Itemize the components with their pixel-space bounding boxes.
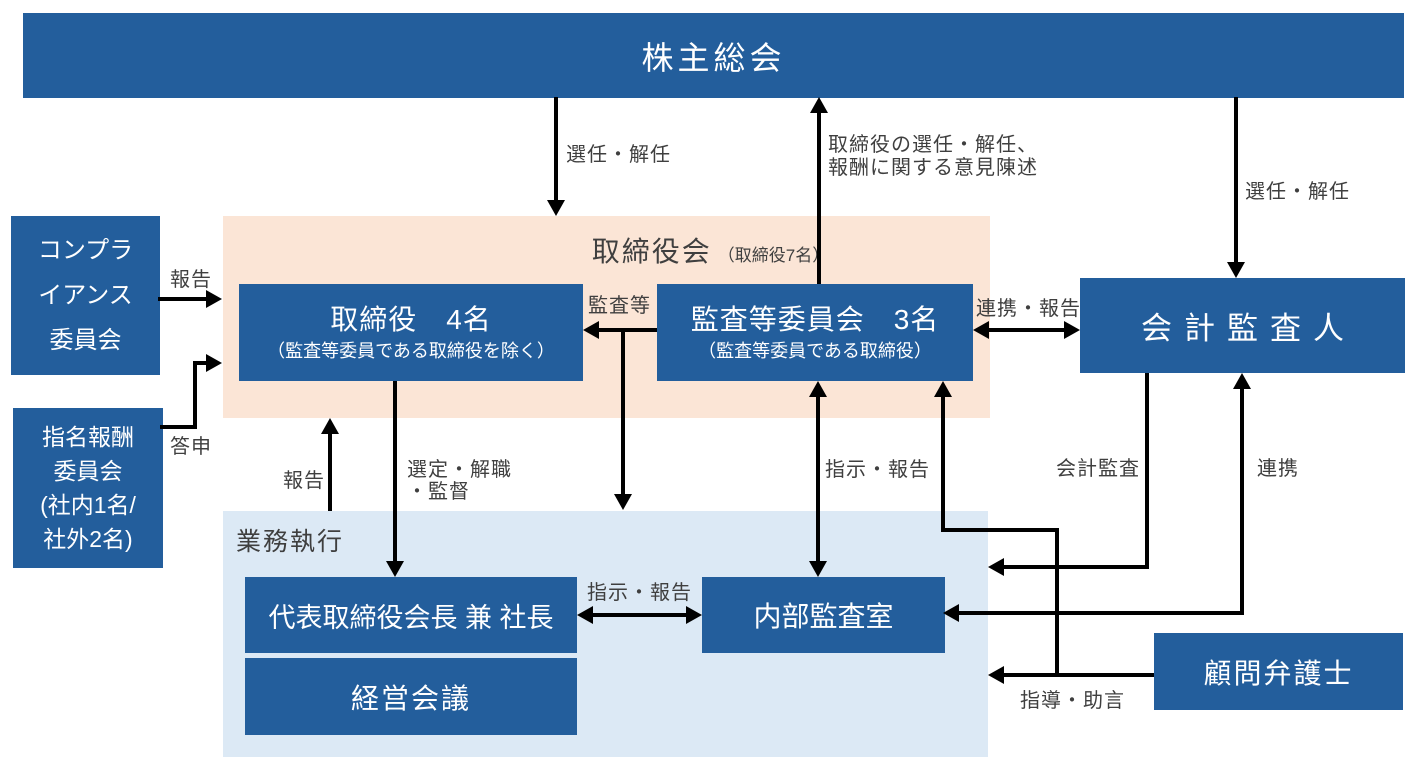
edge-label-select-dismiss-line2: ・監督 [407, 481, 470, 503]
edge-select-dismiss-arrowhead-down [386, 561, 404, 577]
node-legal-advisor: 顧問弁護士 [1154, 633, 1403, 710]
nomination-line-3: (社内1名/ [40, 492, 136, 518]
edge-instruct-report-v-arrowhead-down [809, 561, 827, 577]
edge-accounting-audit-line-h [1004, 565, 1149, 569]
management-meeting-label: 経営会議 [350, 682, 471, 714]
node-nomination-remuneration-committee: 指名報酬 委員会 (社内1名/ 社外2名) [13, 408, 163, 568]
edge-report-up-line [328, 432, 332, 511]
edge-label-opinion-line2: 報酬に関する意見陳述 [828, 157, 1038, 179]
board-title-text: 取締役会 [591, 236, 712, 267]
node-compliance-committee: コンプラ イアンス 委員会 [11, 216, 160, 375]
edge-audit-etc-arrowhead-left [583, 321, 599, 339]
edge-appoint-auditor-line [1234, 97, 1238, 264]
edge-cooperation-report-arrowhead-left [973, 321, 989, 339]
edge-report-up-arrowhead-up [321, 418, 339, 434]
node-directors: 取締役 4名 （監査等委員である取締役を除く） [239, 284, 583, 381]
edge-cooperation-arrowhead-up [1233, 373, 1251, 389]
execution-panel-label: 業務執行 [236, 528, 345, 556]
edge-audit-etc-branch-arrowhead-down [614, 494, 632, 510]
edge-report-compliance-line [158, 297, 206, 301]
board-panel-title: 取締役会 （取締役7名） [0, 230, 1421, 270]
president-label: 代表取締役会長 兼 社長 [268, 602, 554, 633]
edge-opinion-line [817, 111, 821, 284]
edge-label-instruct-report-horizontal: 指示・報告 [587, 582, 692, 604]
edge-recommendation-line-v [193, 361, 197, 429]
node-president: 代表取締役会長 兼 社長 [245, 577, 577, 653]
edge-instruct-report-v-arrowhead-up [809, 381, 827, 397]
edge-guidance-arrowhead-left [988, 666, 1004, 684]
edge-label-appoint-dismiss-right: 選任・解任 [1245, 181, 1350, 203]
edge-label-select-dismiss-line1: 選定・解職 [407, 459, 512, 481]
edge-opinion-arrowhead-up [810, 97, 828, 113]
edge-label-audit-etc: 監査等 [588, 295, 651, 317]
node-accounting-auditor: 会計監査人 [1080, 278, 1405, 373]
internal-audit-office-label: 内部監査室 [753, 601, 894, 632]
edge-guidance-branch-line-v2 [941, 397, 945, 530]
edge-label-recommendation: 答申 [170, 436, 212, 458]
board-subtitle-text: （取締役7名） [717, 246, 830, 265]
edge-cooperation-line-h [959, 611, 1244, 615]
edge-report-compliance-arrowhead-right [206, 290, 222, 308]
compliance-line-3: 委員会 [49, 327, 122, 354]
edge-label-cooperation: 連携 [1257, 458, 1299, 480]
edge-label-guidance-advice: 指導・助言 [1020, 690, 1125, 712]
nomination-line-4: 社外2名) [43, 526, 133, 552]
nomination-line-2: 委員会 [53, 458, 123, 484]
edge-instruct-report-h-arrowhead-left [577, 606, 593, 624]
edge-instruct-report-v-line [816, 395, 820, 561]
edge-audit-etc-line [597, 328, 657, 332]
edge-recommendation-arrowhead-right [206, 354, 222, 372]
nomination-line-1: 指名報酬 [42, 424, 134, 450]
edge-label-cooperation-report: 連携・報告 [976, 298, 1081, 320]
edge-appoint-auditor-arrowhead-down [1227, 262, 1245, 278]
edge-guidance-branch-line-h [941, 528, 1059, 532]
edge-recommendation-line-h2 [193, 361, 208, 365]
audit-committee-title: 監査等委員会 3名 [690, 303, 940, 335]
node-management-meeting: 経営会議 [245, 658, 577, 735]
edge-label-report-up: 報告 [283, 470, 325, 492]
edge-instruct-report-h-arrowhead-right [686, 606, 702, 624]
accounting-auditor-label: 会計監査人 [1141, 311, 1356, 346]
edge-instruct-report-h-line [591, 613, 688, 617]
node-shareholders-meeting: 株主総会 [23, 13, 1404, 98]
edge-cooperation-arrowhead-left [943, 604, 959, 622]
edge-accounting-audit-arrowhead-left [988, 558, 1004, 576]
shareholders-meeting-label: 株主総会 [641, 39, 786, 76]
edge-cooperation-line-v [1240, 387, 1244, 615]
edge-select-dismiss-line [393, 381, 397, 563]
edge-label-report-compliance: 報告 [170, 269, 212, 291]
compliance-line-2: イアンス [38, 282, 133, 309]
directors-subtitle: （監査等委員である取締役を除く） [267, 340, 555, 361]
edge-label-accounting-audit: 会計監査 [1056, 458, 1140, 480]
edge-label-opinion-line1: 取締役の選任・解任、 [828, 134, 1038, 156]
audit-committee-subtitle: （監査等委員である取締役） [698, 340, 932, 361]
edge-label-instruct-report-vertical: 指示・報告 [825, 459, 930, 481]
edge-guidance-branch-line-v1 [1055, 528, 1059, 677]
edge-cooperation-report-line [987, 328, 1066, 332]
legal-advisor-label: 顧問弁護士 [1203, 657, 1354, 689]
node-internal-audit-office: 内部監査室 [702, 577, 945, 653]
edge-cooperation-report-arrowhead-right [1064, 321, 1080, 339]
edge-audit-etc-branch-line [621, 330, 625, 494]
edge-recommendation-line-h1 [160, 425, 197, 429]
edge-guidance-line [1004, 673, 1154, 677]
directors-title: 取締役 4名 [330, 303, 492, 335]
compliance-line-1: コンプラ [37, 237, 134, 264]
edge-appoint-directors-line [554, 97, 558, 202]
edge-label-appoint-dismiss-left: 選任・解任 [566, 144, 671, 166]
edge-accounting-audit-line-v [1145, 373, 1149, 569]
edge-appoint-directors-arrowhead-down [547, 200, 565, 216]
node-audit-committee: 監査等委員会 3名 （監査等委員である取締役） [657, 284, 973, 381]
edge-guidance-branch-arrowhead-up [934, 381, 952, 397]
